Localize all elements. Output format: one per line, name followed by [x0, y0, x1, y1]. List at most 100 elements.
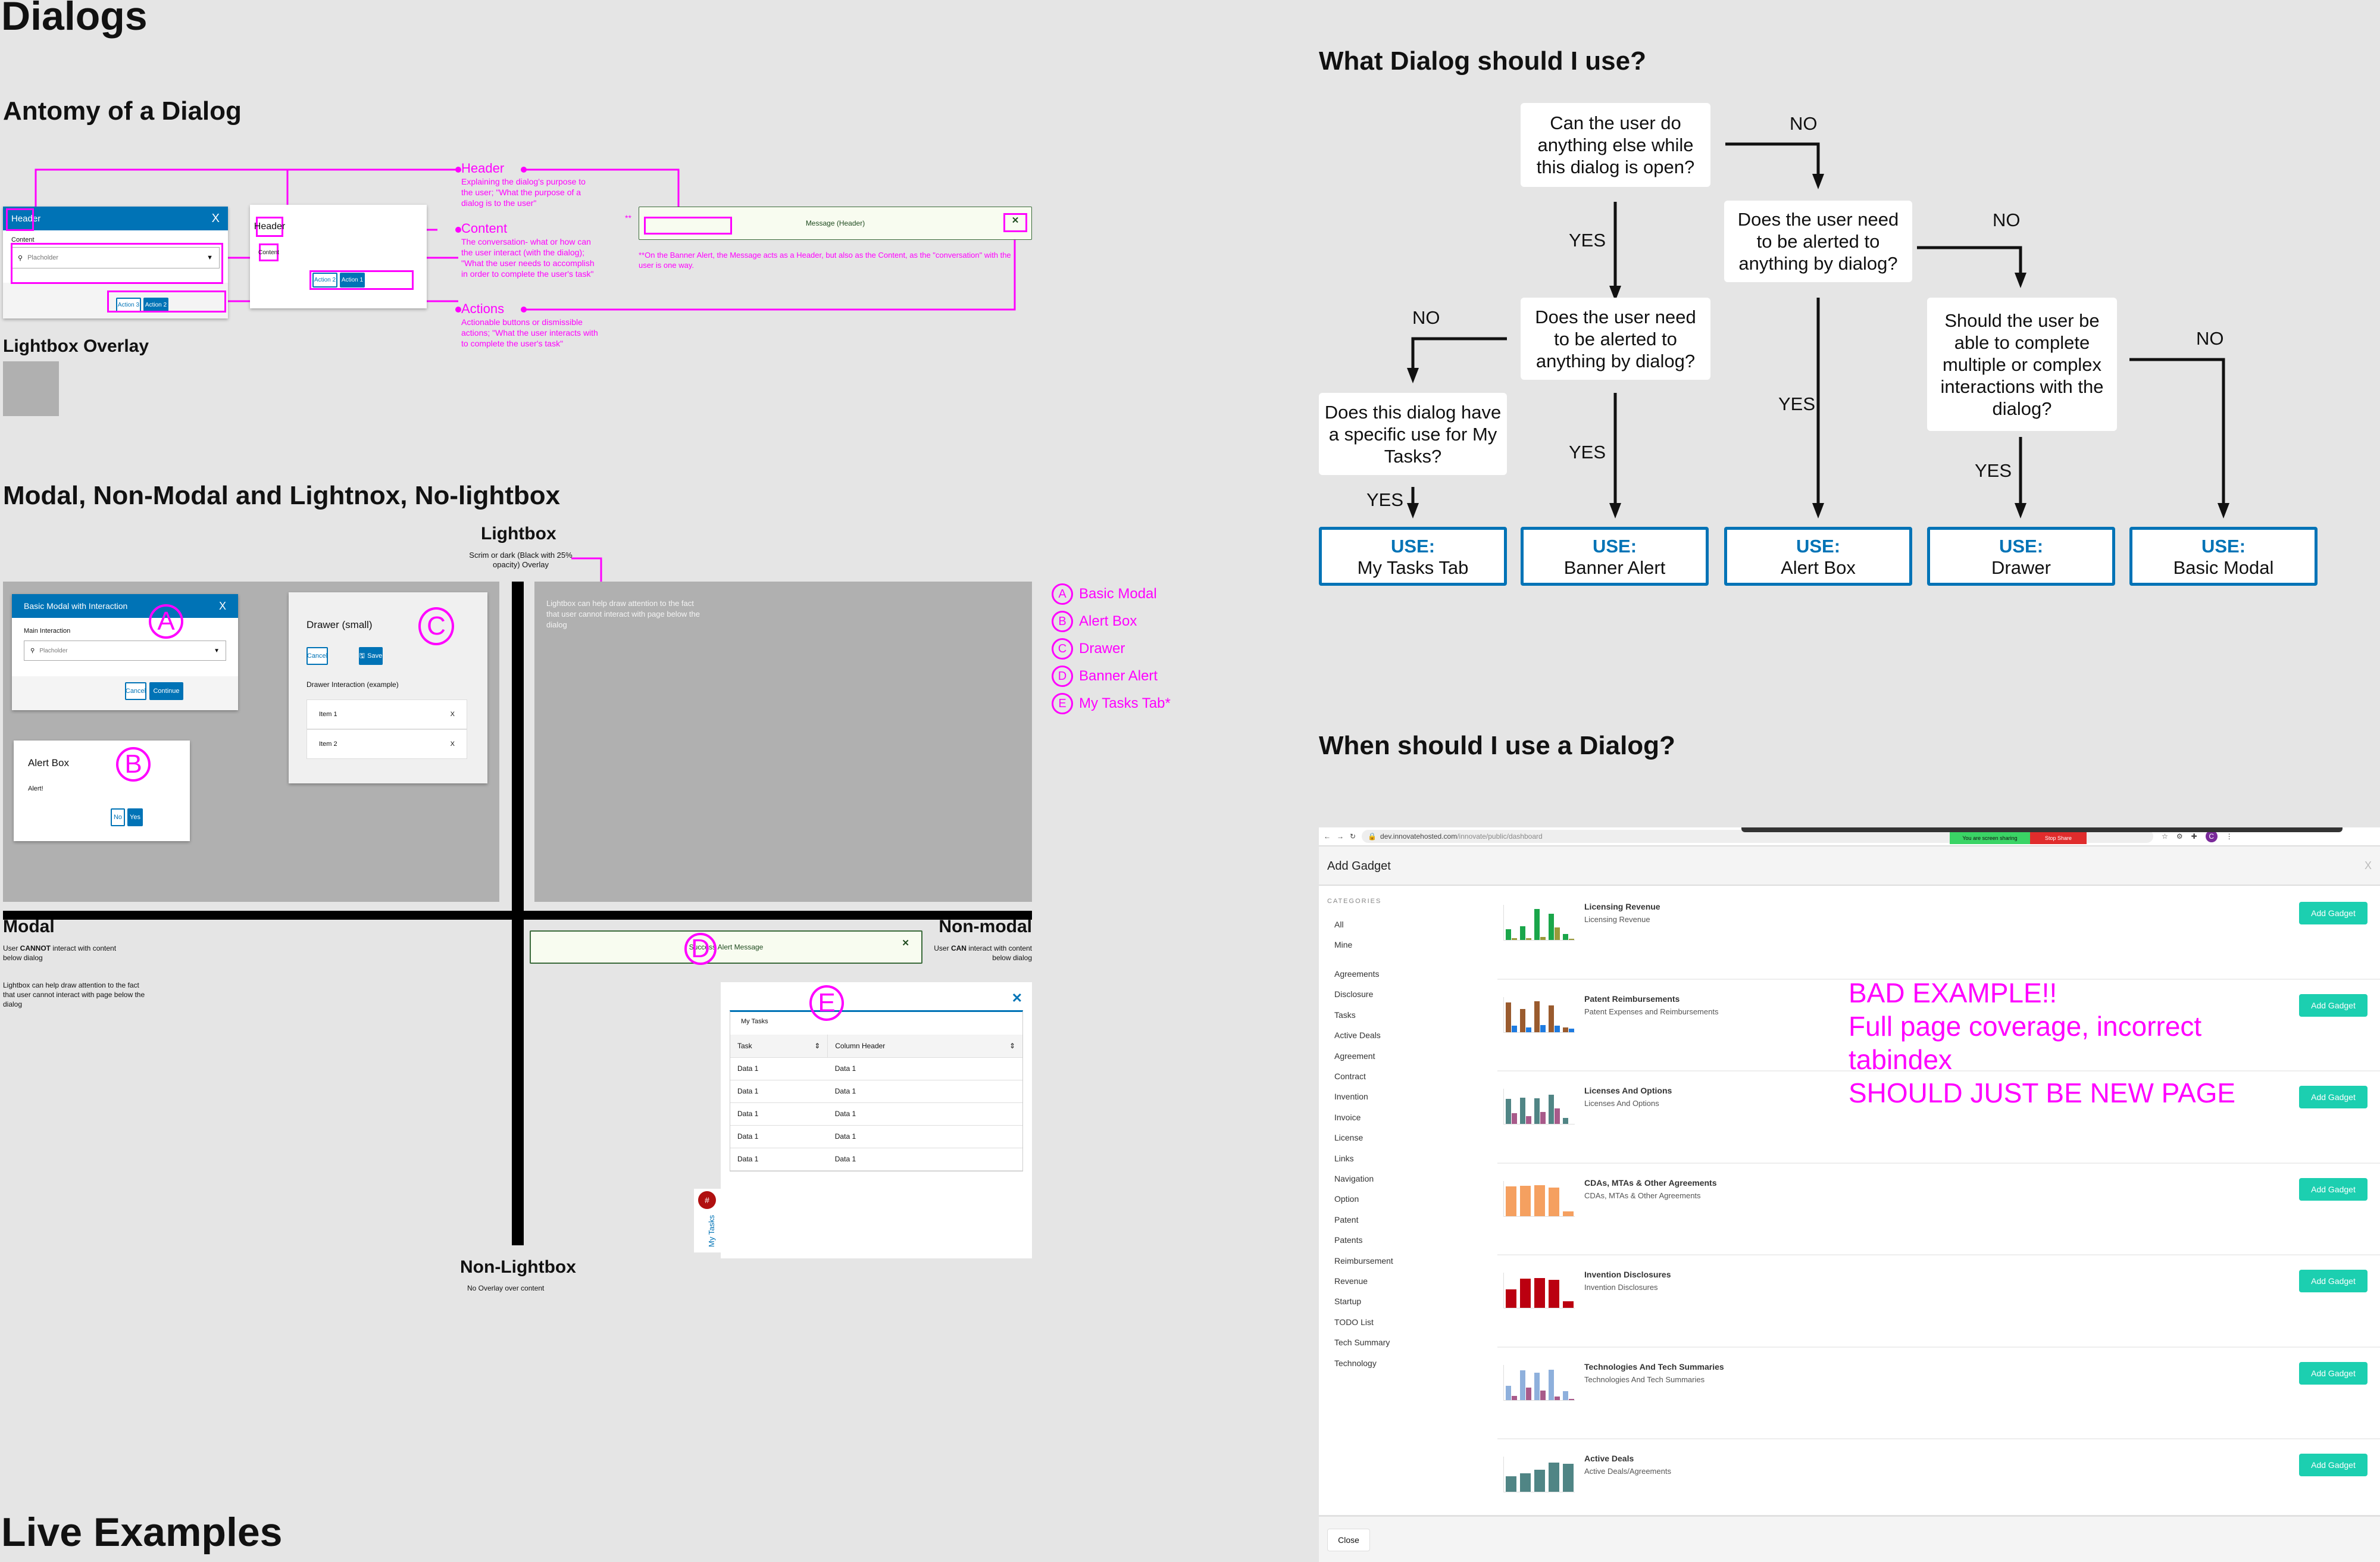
cancel-button[interactable]: Cancel	[125, 682, 146, 700]
thumbnail-bar	[1506, 1476, 1516, 1492]
yes-label: YES	[1366, 489, 1404, 510]
category-item[interactable]: Revenue	[1334, 1276, 1368, 1286]
star-icon[interactable]: ☆	[2162, 832, 2168, 841]
category-item[interactable]: Tasks	[1334, 1010, 1356, 1020]
sort-icon[interactable]: ⇕	[1009, 1041, 1015, 1050]
alert-text: Alert!	[28, 785, 43, 792]
category-item[interactable]: Links	[1334, 1153, 1354, 1163]
close-icon[interactable]: X	[2364, 860, 2372, 871]
no-label: NO	[1412, 307, 1440, 328]
column-header-task[interactable]: Task⇕	[730, 1035, 828, 1058]
row-divider	[1497, 978, 2380, 980]
use-result: Basic Modal	[2173, 557, 2274, 578]
table-cell: Data 1	[827, 1125, 1022, 1148]
category-item[interactable]: TODO List	[1334, 1317, 1374, 1327]
reload-icon[interactable]: ↻	[1350, 832, 1356, 841]
category-item[interactable]: Agreement	[1334, 1051, 1375, 1061]
profile-avatar[interactable]: C	[2205, 830, 2218, 842]
thumbnail-bar	[1506, 1386, 1511, 1400]
legend-label: My Tasks Tab*	[1079, 695, 1171, 711]
no-label: NO	[1790, 113, 1818, 134]
content-highlight	[11, 243, 223, 284]
continue-button[interactable]: Continue	[149, 682, 183, 700]
thumbnail-bar	[1506, 1002, 1511, 1032]
column-header-2[interactable]: Column Header ⇕	[827, 1035, 1022, 1058]
yes-button[interactable]: Yes	[127, 808, 143, 826]
close-icon[interactable]: X	[211, 211, 220, 225]
my-tasks-tab[interactable]: # My Tasks	[694, 1189, 721, 1252]
close-icon[interactable]: X	[218, 599, 226, 612]
dialog-header: Add Gadget X	[1319, 846, 2380, 886]
header-highlight	[6, 208, 34, 231]
category-item[interactable]: Navigation	[1334, 1174, 1374, 1183]
gadget-subtitle: Invention Disclosures	[1584, 1283, 1658, 1292]
category-item[interactable]: Disclosure	[1334, 989, 1374, 999]
add-gadget-button[interactable]: Add Gadget	[2299, 902, 2368, 924]
drawer-item[interactable]: Item 1 X	[307, 699, 467, 729]
save-button[interactable]: 🖫Save	[359, 647, 383, 665]
cancel-button[interactable]: Cancel	[307, 647, 328, 665]
alert-title: Alert Box	[28, 757, 69, 768]
add-gadget-button[interactable]: Add Gadget	[2299, 1454, 2368, 1476]
category-item[interactable]: Invoice	[1334, 1112, 1361, 1122]
category-item[interactable]: Patent	[1334, 1214, 1359, 1224]
add-gadget-button[interactable]: Add Gadget	[2299, 1177, 2368, 1201]
category-item[interactable]: Active Deals	[1334, 1030, 1381, 1041]
category-item[interactable]: License	[1334, 1133, 1363, 1143]
thumbnail-bar	[1540, 1025, 1546, 1032]
no-button[interactable]: No	[111, 808, 125, 826]
main-interaction-select[interactable]: ⚲ Placholder ▼	[24, 641, 226, 661]
close-icon[interactable]: ✕	[1003, 213, 1027, 232]
category-item[interactable]: Invention	[1334, 1092, 1368, 1102]
sort-icon[interactable]: ⇕	[814, 1041, 821, 1050]
thumbnail-bar	[1526, 1387, 1531, 1400]
category-item[interactable]: Mine	[1334, 940, 1353, 949]
category-item[interactable]: Patents	[1334, 1235, 1363, 1245]
category-item[interactable]: Reimbursement	[1334, 1255, 1393, 1266]
category-item[interactable]: Tech Summary	[1334, 1338, 1390, 1348]
placeholder-select[interactable]: ⚲ Placholder ▼	[11, 247, 220, 268]
marker-e: E	[809, 985, 844, 1021]
forward-icon[interactable]: →	[1337, 832, 1344, 841]
thumbnail-bar	[1549, 1462, 1559, 1492]
header-text: Column Header	[835, 1041, 886, 1050]
use-prefix: USE:	[1999, 536, 2044, 557]
item-label: Item 1	[319, 711, 337, 718]
thumbnail-bar	[1534, 1098, 1540, 1124]
menu-icon[interactable]: ⋮	[2225, 832, 2233, 841]
screen-share-toolbar	[1741, 827, 2343, 832]
add-gadget-button[interactable]: Add Gadget	[2299, 994, 2368, 1017]
close-icon[interactable]: ✕	[902, 938, 909, 948]
use-result-box: USE:Drawer	[1927, 527, 2115, 586]
category-item[interactable]: Startup	[1334, 1297, 1362, 1307]
extension-icon[interactable]: ⚙	[2176, 832, 2183, 841]
add-gadget-button[interactable]: Add Gadget	[2299, 1361, 2368, 1385]
close-icon[interactable]: ✕	[1011, 991, 1022, 1005]
remove-icon[interactable]: X	[450, 711, 455, 718]
action2-button[interactable]: Action 2	[312, 273, 337, 288]
nonmodal-label: Non-modal	[939, 917, 1032, 936]
puzzle-icon[interactable]: ✚	[2191, 832, 2197, 841]
gadget-thumbnail	[1503, 996, 1575, 1033]
category-item[interactable]: Technology	[1334, 1358, 1377, 1368]
remove-icon[interactable]: X	[450, 741, 455, 748]
back-icon[interactable]: ←	[1324, 832, 1331, 841]
add-gadget-button[interactable]: Add Gadget	[2299, 1086, 2368, 1108]
category-item[interactable]: Agreements	[1334, 969, 1380, 979]
category-item[interactable]: Option	[1334, 1194, 1359, 1204]
thumbnail-bar	[1506, 929, 1511, 940]
close-button[interactable]: Close	[1327, 1529, 1370, 1551]
action1-button[interactable]: Action 1	[340, 273, 365, 288]
add-gadget-button[interactable]: Add Gadget	[2299, 1270, 2368, 1292]
use-prefix: USE:	[1592, 536, 1637, 557]
category-item[interactable]: Contract	[1334, 1071, 1366, 1081]
thumbnail-bar	[1540, 1112, 1546, 1124]
category-item[interactable]: All	[1334, 920, 1344, 929]
stop-share-button[interactable]: Stop Share	[2030, 832, 2087, 844]
